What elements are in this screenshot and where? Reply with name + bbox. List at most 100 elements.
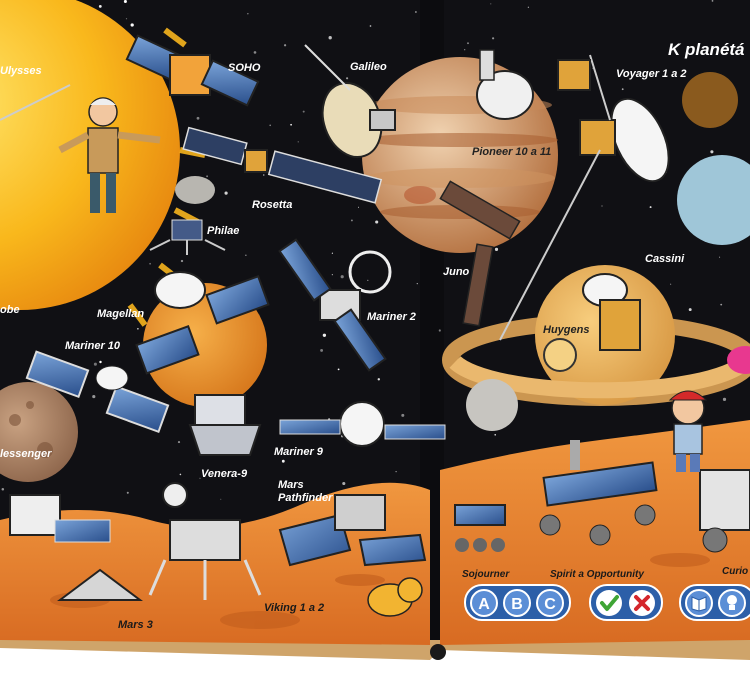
voyager-spacecraft <box>499 54 670 341</box>
star <box>93 362 97 366</box>
star <box>346 77 349 80</box>
star <box>342 481 346 486</box>
star <box>263 174 265 176</box>
star <box>130 23 134 27</box>
star <box>99 360 102 364</box>
star <box>126 491 129 494</box>
star <box>494 434 496 436</box>
book-icon[interactable] <box>685 589 713 617</box>
star <box>688 308 692 312</box>
label-galileo: Galileo <box>350 61 387 73</box>
star <box>180 259 184 263</box>
star <box>253 51 257 54</box>
label-mars-3: Mars 3 <box>118 619 153 631</box>
label-cassini: Cassini <box>645 253 685 265</box>
star <box>357 206 360 208</box>
dog-character <box>367 577 423 617</box>
info-buttons <box>679 584 750 621</box>
answer-c-button[interactable]: C <box>536 589 564 617</box>
star <box>283 44 287 47</box>
label-magellan: Magellan <box>97 308 144 320</box>
label-curiosity: Curio <box>722 566 748 577</box>
label-ulysses: Ulysses <box>0 65 42 77</box>
star <box>375 220 379 224</box>
label-juno: Juno <box>443 266 470 278</box>
star <box>245 254 247 256</box>
star <box>179 473 182 476</box>
curiosity-rover <box>699 469 750 553</box>
star <box>464 49 466 51</box>
label-huygens: Huygens <box>543 324 589 336</box>
star <box>720 303 723 306</box>
moon <box>466 379 518 431</box>
mercury <box>0 382 78 482</box>
label-rosetta: Rosetta <box>252 199 292 211</box>
star <box>331 252 333 254</box>
star <box>1 487 5 491</box>
star <box>527 6 530 8</box>
lightbulb-icon[interactable] <box>718 589 746 617</box>
spine-marker <box>430 644 446 660</box>
label-spirit-opportunity: Spirit a Opportunity <box>550 569 644 580</box>
spirit-opportunity-rover <box>539 440 658 546</box>
philae-lander <box>149 219 226 255</box>
mariner-10-spacecraft <box>25 350 170 434</box>
star <box>401 413 405 417</box>
label-viking: Viking 1 a 2 <box>264 602 324 614</box>
star <box>710 150 714 154</box>
star <box>492 37 495 40</box>
rosetta-spacecraft <box>175 126 383 204</box>
star <box>224 191 228 195</box>
sojourner-rover <box>454 504 506 552</box>
label-sojourner: Sojourner <box>462 569 510 580</box>
label-venera-9: Venera-9 <box>201 468 248 480</box>
label-probe: obe <box>0 304 20 316</box>
star <box>601 205 603 207</box>
answer-a-button[interactable]: A <box>470 589 498 617</box>
messenger-spacecraft <box>9 494 111 543</box>
star <box>322 333 327 337</box>
star <box>297 141 299 143</box>
star <box>367 279 369 282</box>
star <box>377 378 380 381</box>
galileo-spacecraft <box>304 44 396 158</box>
check-icon[interactable] <box>596 590 622 616</box>
cross-icon[interactable] <box>629 590 655 616</box>
star <box>206 175 208 178</box>
star <box>467 42 469 45</box>
svg-text:C: C <box>544 596 556 613</box>
page-title: K planétá <box>668 40 745 59</box>
star <box>415 11 417 13</box>
soho-spacecraft <box>125 34 260 107</box>
star <box>649 206 652 209</box>
ulysses-spacecraft <box>0 84 71 121</box>
star <box>416 282 418 285</box>
mariner-9-spacecraft <box>279 401 446 447</box>
yes-no-buttons <box>589 584 663 621</box>
label-mars-pathfinder-line1: Mars <box>278 479 304 491</box>
cassini-spacecraft <box>582 273 641 351</box>
label-soho: SOHO <box>228 62 261 74</box>
star <box>196 116 200 120</box>
label-messenger: lessenger <box>0 448 52 460</box>
star <box>290 123 292 126</box>
label-pioneer: Pioneer 10 a 11 <box>472 146 551 158</box>
label-philae: Philae <box>207 225 239 237</box>
juno-spacecraft <box>439 180 521 327</box>
svg-text:B: B <box>511 596 523 613</box>
star <box>337 368 340 371</box>
label-mariner-10: Mariner 10 <box>65 340 121 352</box>
star <box>302 110 305 113</box>
mariner-2-spacecraft <box>278 238 392 372</box>
answer-b-button[interactable]: B <box>503 589 531 617</box>
star <box>340 275 344 279</box>
label-mariner-9: Mariner 9 <box>274 446 324 458</box>
star <box>722 397 727 402</box>
label-voyager: Voyager 1 a 2 <box>616 68 687 80</box>
star <box>490 3 492 5</box>
star <box>220 498 222 500</box>
small-planet <box>682 72 738 128</box>
star <box>320 348 324 352</box>
label-mars-pathfinder-line2: Pathfinder <box>278 492 333 504</box>
star <box>149 262 151 265</box>
